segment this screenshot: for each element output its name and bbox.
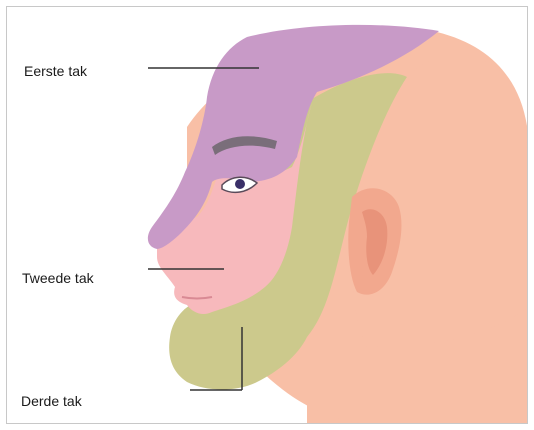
figure-frame: Eerste tak Tweede tak Derde tak <box>6 6 528 424</box>
label-second-branch: Tweede tak <box>22 270 94 286</box>
label-first-branch: Eerste tak <box>24 63 87 79</box>
label-third-branch: Derde tak <box>21 393 82 409</box>
pupil <box>235 179 245 189</box>
